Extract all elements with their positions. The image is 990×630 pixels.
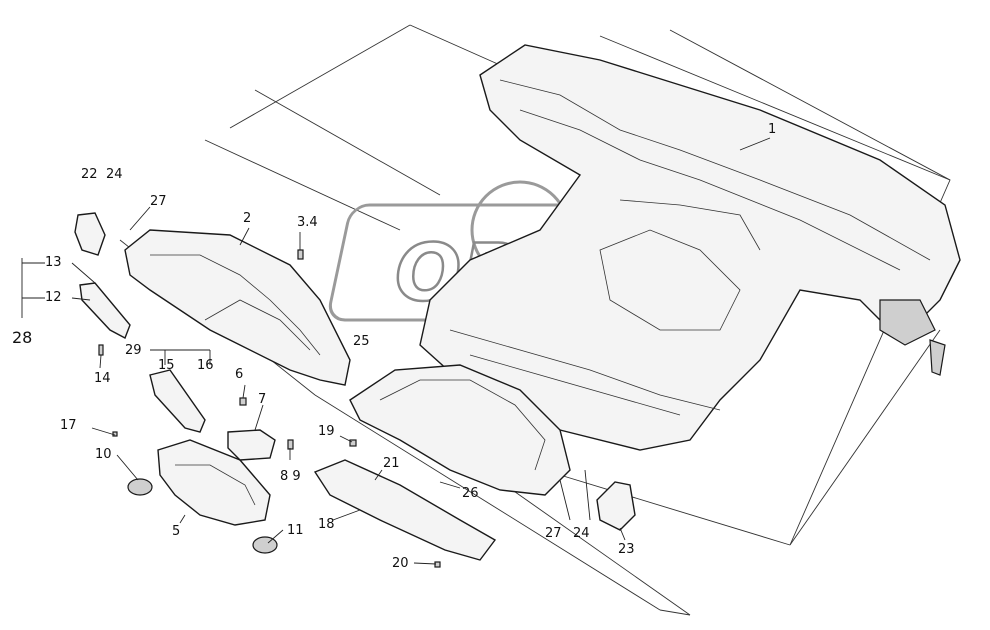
callout-10: 10 [95, 447, 112, 462]
callout-13: 13 [45, 255, 62, 270]
callout-11: 11 [287, 523, 304, 538]
callout-6: 6 [235, 367, 244, 382]
instrument-cover-part [124, 229, 351, 386]
callout-27-right: 27 [545, 526, 562, 541]
callout-3-4: 3.4 [297, 215, 318, 230]
callout-8-9: 8 9 [280, 469, 301, 484]
callout-28: 28 [12, 328, 33, 347]
callout-7: 7 [258, 392, 267, 407]
callout-26: 26 [462, 486, 479, 501]
callout-19: 19 [318, 424, 335, 439]
dashboard-frame-part [419, 44, 961, 451]
callout-17: 17 [60, 418, 77, 433]
callout-29: 29 [125, 343, 142, 358]
center-bezel-part [157, 439, 271, 526]
callout-14: 14 [94, 371, 111, 386]
vent-parts [127, 478, 278, 554]
callout-16: 16 [197, 358, 214, 373]
callout-5: 5 [172, 524, 181, 539]
side-trim-part [149, 369, 206, 433]
callout-18: 18 [318, 517, 335, 532]
callout-12: 12 [45, 290, 62, 305]
callout-20: 20 [392, 556, 409, 571]
right-end-cap-part [596, 481, 636, 531]
callout-15: 15 [158, 358, 175, 373]
callout-27-left: 27 [150, 194, 167, 209]
lower-trim-frame-part [349, 364, 571, 496]
leader-lines [21, 137, 771, 565]
glovebox-lid-part [313, 459, 497, 561]
bracket-part [227, 429, 276, 461]
callout-24-right: 24 [573, 526, 590, 541]
left-end-cap-part [74, 212, 131, 339]
callout-22: 22 [81, 167, 98, 182]
callout-23: 23 [618, 542, 635, 557]
callout-2: 2 [243, 211, 252, 226]
callout-21: 21 [383, 456, 400, 471]
callout-25: 25 [353, 334, 370, 349]
callout-24-left: 24 [106, 167, 123, 182]
callout-1: 1 [768, 122, 777, 137]
